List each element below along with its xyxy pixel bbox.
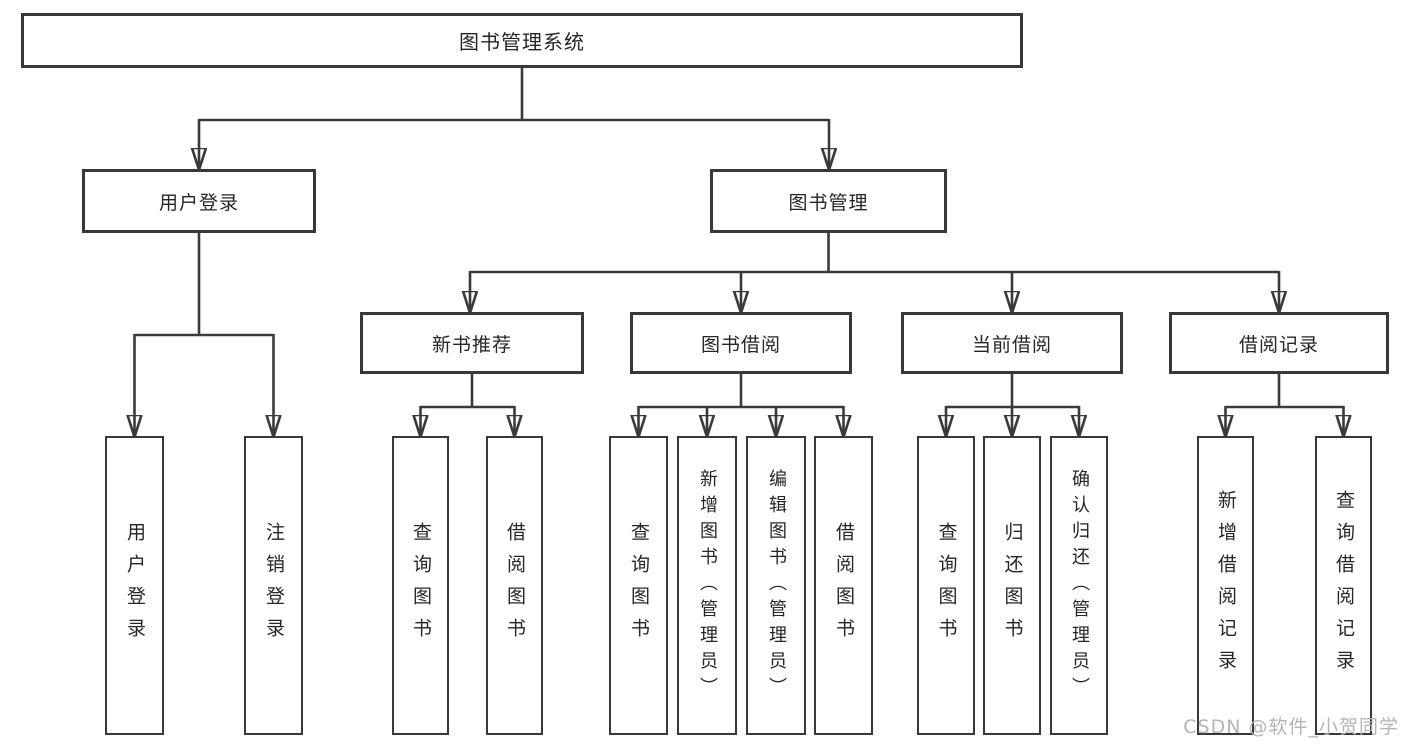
leaf-logout-label: 注销登录 [263, 521, 285, 650]
leaf-record-query-label: 查询借阅记录 [1333, 489, 1355, 682]
node-new-book-recommend: 新书推荐 [360, 312, 584, 374]
leaf-borrow-borrow: 借阅图书 [814, 436, 873, 735]
node-book-management-label: 图书管理 [788, 191, 869, 214]
leaf-newbook-query-label: 查询图书 [410, 521, 432, 650]
leaf-borrow-query-label: 查询图书 [628, 521, 650, 650]
leaf-borrow-add-admin: 新增图书（管理员） [677, 436, 737, 735]
node-book-management: 图书管理 [710, 169, 947, 233]
leaf-user-login: 用户登录 [105, 436, 164, 735]
leaf-current-confirm-admin-label: 确认归还（管理员） [1069, 468, 1090, 703]
node-root-label: 图书管理系统 [459, 30, 585, 54]
leaf-borrow-add-admin-label: 新增图书（管理员） [697, 468, 718, 703]
node-user-login-label: 用户登录 [158, 191, 239, 214]
leaf-record-add: 新增借阅记录 [1197, 436, 1254, 735]
leaf-logout: 注销登录 [244, 436, 303, 735]
node-book-borrow-label: 图书借阅 [700, 333, 781, 356]
leaf-newbook-borrow: 借阅图书 [486, 436, 543, 735]
leaf-newbook-borrow-label: 借阅图书 [504, 521, 526, 650]
node-root: 图书管理系统 [21, 13, 1023, 68]
node-new-book-recommend-label: 新书推荐 [431, 333, 512, 356]
leaf-borrow-borrow-label: 借阅图书 [833, 521, 855, 650]
leaf-current-query-label: 查询图书 [935, 521, 958, 650]
node-current-borrow-label: 当前借阅 [971, 333, 1052, 356]
leaf-record-query: 查询借阅记录 [1315, 436, 1372, 735]
leaf-borrow-edit-admin: 编辑图书（管理员） [746, 436, 806, 735]
csdn-watermark: CSDN @软件_小贺同学 [1183, 716, 1399, 738]
leaf-current-confirm-admin: 确认归还（管理员） [1050, 436, 1108, 735]
leaf-newbook-query: 查询图书 [392, 436, 449, 735]
leaf-borrow-edit-admin-label: 编辑图书（管理员） [766, 468, 787, 703]
leaf-record-add-label: 新增借阅记录 [1215, 489, 1237, 682]
node-borrow-record: 借阅记录 [1169, 312, 1389, 374]
node-user-login: 用户登录 [82, 169, 316, 233]
node-borrow-record-label: 借阅记录 [1238, 333, 1319, 356]
leaf-current-query: 查询图书 [917, 436, 975, 735]
leaf-user-login-label: 用户登录 [124, 521, 146, 650]
leaf-borrow-query: 查询图书 [609, 436, 668, 735]
leaf-current-return-label: 归还图书 [1001, 521, 1024, 650]
leaf-current-return: 归还图书 [983, 436, 1041, 735]
node-book-borrow: 图书借阅 [630, 312, 852, 374]
node-current-borrow: 当前借阅 [901, 312, 1123, 374]
